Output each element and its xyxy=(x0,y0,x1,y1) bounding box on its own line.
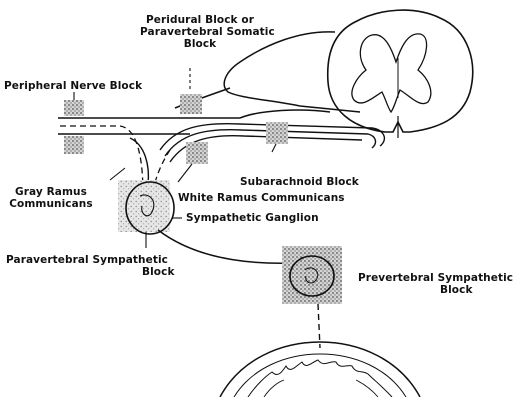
viscera xyxy=(220,342,420,397)
spinal-cord xyxy=(328,10,473,138)
gray-ramus-label-line1: Gray Ramus xyxy=(6,186,96,198)
peridural-block-patch xyxy=(180,94,208,164)
sympathetic-ganglion xyxy=(118,180,174,234)
gray-ramus-label: Gray Ramus Communicans xyxy=(6,186,96,210)
prevertebral-sympathetic-label: Prevertebral Sympathetic Block xyxy=(358,272,513,296)
peripheral-nerve-block-label: Peripheral Nerve Block xyxy=(4,80,142,92)
peridural-block-label: Peridural Block or Paravertebral Somatic… xyxy=(140,14,260,50)
sympathetic-ganglion-label: Sympathetic Ganglion xyxy=(186,212,319,224)
paravertebral-label-line1: Paravertebral Sympathetic xyxy=(6,254,175,266)
peridural-label-line1: Peridural Block or xyxy=(140,14,260,26)
white-ramus-path xyxy=(130,138,148,185)
prevertebral-ganglion xyxy=(282,246,342,304)
peridural-label-line2: Paravertebral Somatic xyxy=(140,26,260,38)
subarachnoid-block-patch xyxy=(266,122,288,144)
paravertebral-sympathetic-label: Paravertebral Sympathetic Block xyxy=(6,254,175,278)
subarachnoid-block-label: Subarachnoid Block xyxy=(240,176,359,188)
prevertebral-label-line2: Block xyxy=(358,284,513,296)
paravertebral-label-line2: Block xyxy=(6,266,175,278)
prevertebral-label-line1: Prevertebral Sympathetic xyxy=(358,272,513,284)
white-ramus-label: White Ramus Communicans xyxy=(178,192,345,204)
peripheral-nerve-block-patch xyxy=(64,100,84,154)
peridural-label-line3: Block xyxy=(140,38,260,50)
gray-ramus-label-line2: Communicans xyxy=(6,198,96,210)
